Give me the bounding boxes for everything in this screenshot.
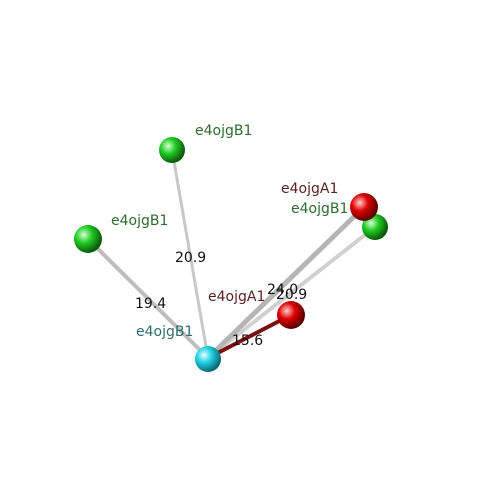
distance-a1-right: 24.0: [267, 282, 298, 298]
atom-b1-top[interactable]: [159, 137, 185, 163]
bond-to-top-b1: [170, 149, 210, 359]
atom-a1-right[interactable]: [350, 193, 378, 221]
label-a1-right: e4ojgA1: [281, 181, 338, 197]
label-center: e4ojgB1: [136, 324, 193, 340]
atom-a1-near[interactable]: [277, 301, 305, 329]
label-b1-top: e4ojgB1: [195, 123, 252, 139]
atom-center[interactable]: [195, 346, 221, 372]
label-b1-right: e4ojgB1: [291, 201, 348, 217]
distance-b1-top: 20.9: [175, 250, 206, 266]
bond-to-right-a1: [206, 205, 366, 360]
label-b1-left: e4ojgB1: [111, 213, 168, 229]
bond-to-right-b1: [206, 225, 377, 360]
label-a1-near: e4ojgA1: [208, 289, 265, 305]
bond-to-left-b1: [86, 237, 210, 360]
bond-to-near-a1: [207, 313, 292, 360]
atom-b1-left[interactable]: [74, 225, 102, 253]
atom-b1-right[interactable]: [362, 214, 388, 240]
distance-a1-near: 15.6: [232, 333, 263, 349]
distance-b1-right: 20.9: [276, 287, 307, 303]
distance-b1-left: 19.4: [135, 296, 166, 312]
